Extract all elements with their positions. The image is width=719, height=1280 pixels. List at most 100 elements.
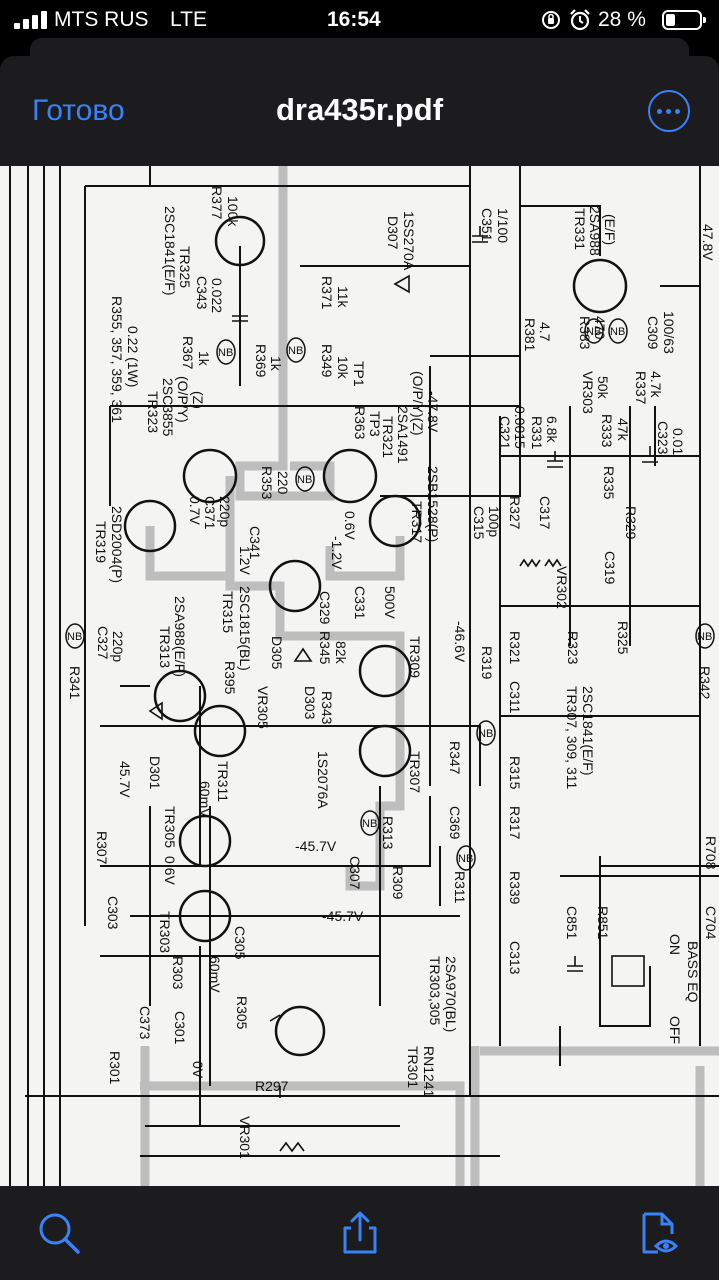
label-r321: R321 bbox=[507, 631, 523, 665]
label-c315-val: 100p bbox=[486, 506, 502, 537]
battery-level bbox=[666, 14, 675, 26]
label-r343: R343 bbox=[319, 691, 335, 725]
label-tr301: TR301 bbox=[405, 1046, 421, 1088]
label-c327: C327 bbox=[95, 626, 111, 660]
svg-text:NB: NB bbox=[67, 631, 82, 643]
label-tr323-type: 2SC3855 bbox=[160, 378, 176, 437]
svg-text:NB: NB bbox=[297, 474, 312, 486]
label-r303: R303 bbox=[170, 956, 186, 990]
label-r363: R363 bbox=[352, 406, 368, 440]
label-r395: R395 bbox=[222, 661, 238, 695]
label-tr321-grade: (O/P/Y)(Z) bbox=[410, 371, 426, 436]
label-c351: C351 bbox=[479, 208, 495, 242]
label-vr303: VR303 bbox=[580, 371, 596, 414]
label-tr323: TR323 bbox=[145, 391, 161, 433]
label-r341: R341 bbox=[67, 666, 83, 700]
label-tr319-type: 2SD2004(P) bbox=[109, 506, 125, 583]
label-c303: C303 bbox=[105, 896, 121, 930]
label-c301: C301 bbox=[172, 1011, 188, 1045]
label-tr301-type: RN1241 bbox=[421, 1046, 437, 1098]
svg-text:NB: NB bbox=[586, 326, 601, 338]
label-c307: C307 bbox=[347, 856, 363, 890]
svg-text:NB: NB bbox=[288, 345, 303, 357]
label-r367: R367 bbox=[180, 336, 196, 370]
label-r325: R325 bbox=[615, 621, 631, 655]
label-c323: C323 bbox=[655, 421, 671, 455]
label-vr301: VR301 bbox=[237, 1116, 253, 1159]
label-r371: R371 bbox=[319, 276, 335, 310]
label-d307-type: 1SS270A bbox=[401, 211, 417, 271]
battery-percent: 28 % bbox=[598, 8, 646, 31]
label-r319: R319 bbox=[479, 646, 495, 680]
label-tr311: TR311 bbox=[215, 761, 231, 802]
label-c327-val: 220p bbox=[110, 631, 126, 662]
label-vr305: VR305 bbox=[255, 686, 271, 729]
label-r337-val: 4.7k bbox=[648, 371, 664, 398]
label-r381: R381 bbox=[522, 318, 538, 352]
label-v45-7: 45.7V bbox=[117, 761, 133, 798]
nb-badge: NB bbox=[295, 466, 315, 492]
label-vm45-7b: -45.7V bbox=[322, 908, 364, 924]
cellular-signal-icon bbox=[14, 11, 48, 29]
label-c343: C343 bbox=[194, 276, 210, 310]
label-r353: R353 bbox=[259, 466, 275, 500]
label-c305: C305 bbox=[232, 926, 248, 960]
label-r323: R323 bbox=[565, 631, 581, 665]
label-tr303-type: 2SA970(BL) bbox=[443, 956, 459, 1032]
label-c331: C331 bbox=[352, 586, 368, 620]
label-60mv-a: 60mV bbox=[197, 781, 213, 818]
label-tr307-309-311: TR307, 309, 311 bbox=[564, 686, 580, 789]
label-c351-val: 1/100 bbox=[495, 208, 511, 243]
label-tp1: TP1 bbox=[351, 361, 367, 387]
done-button[interactable]: Готово bbox=[32, 94, 125, 127]
label-off: OFF bbox=[667, 1016, 683, 1044]
label-bass-eq: BASS EQ bbox=[685, 941, 701, 1003]
label-r345-val: 82k bbox=[333, 641, 349, 665]
label-0v: 0V bbox=[190, 1061, 206, 1079]
label-c309-val: 100/63 bbox=[661, 311, 677, 354]
label-r309: R309 bbox=[390, 866, 406, 900]
label-r333: R333 bbox=[599, 414, 615, 448]
label-r305: R305 bbox=[234, 996, 250, 1030]
label-tr319: TR319 bbox=[93, 521, 109, 563]
label-tr315-type: 2SC1815(BL) bbox=[237, 586, 253, 671]
search-icon[interactable] bbox=[36, 1210, 82, 1256]
label-tr331-grade: (E/F) bbox=[602, 214, 618, 245]
label-r342: R342 bbox=[697, 666, 713, 700]
label-r313: R313 bbox=[380, 816, 396, 850]
ellipsis-circle-icon[interactable] bbox=[648, 90, 690, 132]
battery-icon bbox=[662, 10, 706, 30]
label-d305: D305 bbox=[269, 636, 285, 670]
label-tr305: TR305 bbox=[162, 806, 178, 848]
label-v06b: 0.6V bbox=[162, 856, 178, 885]
label-tr331: TR331 bbox=[572, 208, 588, 250]
markup-icon[interactable] bbox=[636, 1210, 682, 1256]
schematic-drawing: TR325 2SC1841(E/F) R377 100k C343 0.022 … bbox=[9, 166, 719, 1186]
label-tr303-305: TR303,305 bbox=[427, 956, 443, 1025]
label-d-type: 1S2076A bbox=[315, 751, 331, 809]
label-r329: R329 bbox=[623, 506, 639, 540]
label-r371-val: 11k bbox=[335, 286, 351, 309]
transistors bbox=[123, 215, 628, 1057]
pdf-page[interactable]: TR325 2SC1841(E/F) R377 100k C343 0.022 … bbox=[0, 166, 719, 1186]
label-r337: R337 bbox=[633, 371, 649, 405]
share-icon[interactable] bbox=[337, 1210, 383, 1256]
components bbox=[148, 226, 658, 1153]
label-60mv-b: 60mV bbox=[207, 956, 223, 993]
label-tr321: TR321 bbox=[380, 416, 396, 458]
label-r383-val: 470 bbox=[592, 316, 608, 340]
label-r335: R335 bbox=[601, 466, 617, 500]
label-v06: 0.6V bbox=[342, 511, 358, 540]
carrier-name: MTS RUS bbox=[54, 8, 149, 31]
label-r315: R315 bbox=[507, 756, 523, 790]
label-tr317: TR317 bbox=[409, 501, 425, 543]
nb-badge: NB bbox=[456, 845, 476, 871]
label-tr313-type: 2SA988(E/F) bbox=[172, 596, 188, 677]
label-r331-val: 6.8k bbox=[544, 416, 560, 443]
label-v47-8: 47.8V bbox=[700, 224, 716, 261]
svg-text:NB: NB bbox=[478, 728, 493, 740]
label-tr317-type: 2SB1528(P) bbox=[425, 466, 441, 542]
label-tr325-type: 2SC1841(E/F) bbox=[162, 206, 178, 295]
nb-badge: NB bbox=[608, 318, 628, 344]
label-r353-val: 220 bbox=[275, 471, 291, 495]
